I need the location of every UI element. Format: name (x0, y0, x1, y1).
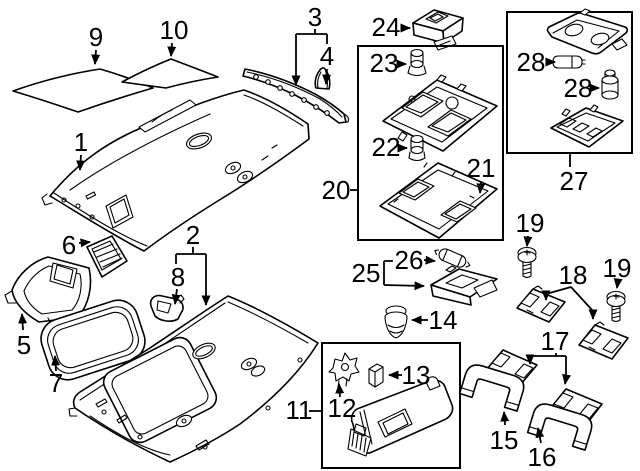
callout-label-28b: 28 (564, 73, 593, 103)
arrow-19a (523, 235, 533, 247)
arrow-6 (78, 238, 91, 248)
part-24-switch-module (412, 9, 464, 51)
part-6-vent-grille (86, 235, 128, 278)
arrow-15 (500, 411, 510, 426)
bracket-2 (175, 247, 206, 264)
arrow-7 (51, 355, 61, 372)
arrow-21 (476, 180, 486, 194)
callout-label-23: 23 (370, 48, 399, 78)
part-28b-bulb (601, 69, 619, 100)
callout-labels: 9 10 1 3 4 24 23 22 21 20 28 28 27 2 8 6… (17, 2, 632, 471)
part-7-sunroof-seal (40, 299, 146, 381)
arrow-10 (167, 42, 177, 57)
arrow-8 (171, 288, 181, 305)
part-1-headliner-front (41, 89, 310, 252)
callout-label-7: 7 (49, 368, 63, 398)
arrow-5 (18, 313, 28, 331)
bracket-25 (383, 260, 393, 285)
part-22-bulb (408, 134, 426, 162)
arrow-17b (562, 373, 572, 385)
part-18b-support-bracket (578, 321, 629, 360)
callout-label-19b: 19 (603, 253, 632, 283)
part-23-bulb (407, 48, 427, 77)
leader-lines (18, 23, 623, 444)
callout-label-18: 18 (559, 260, 588, 290)
part-26-festoon-bulb (434, 248, 471, 268)
part-2-headliner-rear (68, 295, 319, 463)
callout-label-20: 20 (322, 175, 351, 205)
callout-label-8: 8 (171, 262, 185, 292)
arrow-19b (613, 278, 623, 289)
callout-label-4: 4 (320, 41, 334, 71)
callout-label-26: 26 (395, 245, 424, 275)
dome-lens-plate (550, 104, 624, 148)
console-unit (382, 74, 498, 152)
part-18a-support-bracket (516, 285, 566, 323)
callout-label-27: 27 (560, 166, 589, 196)
arrow-4 (322, 68, 332, 85)
part-8-mounting-clip (149, 294, 185, 322)
callout-label-6: 6 (62, 230, 76, 260)
part-3-roof-rail (242, 68, 350, 124)
callout-label-1: 1 (74, 127, 88, 157)
callout-label-22: 22 (372, 132, 401, 162)
callout-label-25: 25 (352, 258, 381, 288)
part-17a-handle-mount (486, 349, 538, 385)
bracket-3 (296, 29, 328, 44)
part-13-visor-retainer (368, 363, 384, 388)
arrow-9 (91, 49, 101, 65)
callout-label-9: 9 (89, 22, 103, 52)
callout-label-19a: 19 (516, 208, 545, 238)
part-11-sun-visor (347, 376, 454, 457)
callout-label-13: 13 (402, 360, 431, 390)
detail-box-sun-visor (321, 342, 461, 469)
arrow-12 (335, 383, 345, 398)
part-9-insulator-pad (12, 68, 154, 113)
part-25-map-lamp-housing (430, 265, 498, 306)
callout-label-16: 16 (528, 442, 557, 471)
part-12-visor-clip (328, 352, 360, 388)
part-10-insulator-pad (121, 58, 219, 89)
callout-label-11: 11 (286, 395, 313, 425)
arrow-25 (383, 281, 425, 291)
detail-box-console (357, 45, 504, 241)
callout-label-15: 15 (490, 425, 519, 455)
dome-lamp-unit (546, 8, 629, 55)
arrow-26 (423, 255, 436, 265)
callout-label-5: 5 (17, 330, 31, 360)
callout-label-3: 3 (308, 2, 322, 32)
callout-label-10: 10 (160, 15, 189, 45)
part-19a-screw (517, 246, 537, 279)
callout-label-2: 2 (186, 220, 200, 250)
part-28a-bulb (552, 55, 586, 69)
callout-label-17: 17 (541, 326, 570, 356)
detail-box-dome-lamp (506, 8, 633, 154)
callout-label-14: 14 (429, 305, 458, 335)
arrow-1 (76, 154, 86, 171)
part-14-twist-lock-clip (384, 305, 408, 339)
callout-label-28a: 28 (517, 47, 546, 77)
arrow-16 (535, 427, 545, 444)
part-15-grab-handle (458, 364, 525, 412)
callout-label-24: 24 (372, 12, 401, 42)
callout-label-21: 21 (467, 153, 496, 183)
callout-label-12: 12 (328, 393, 357, 423)
part-19b-screw (606, 290, 626, 323)
part-21-lens-plate (379, 162, 498, 239)
